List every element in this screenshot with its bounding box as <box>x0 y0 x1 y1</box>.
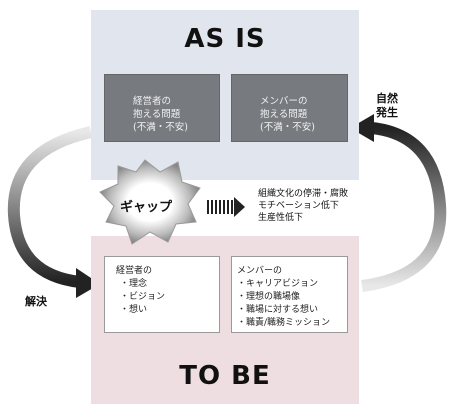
owner-issues-line: 経営者の <box>133 96 172 107</box>
member-issues-box: メンバーの 抱える問題 (不満・不安) <box>231 74 348 142</box>
resolve-label: 解決 <box>25 295 47 308</box>
gap-burst-shape <box>99 159 201 245</box>
gap-effect-item: 生産性低下 <box>258 213 304 223</box>
member-issues-line: メンバーの <box>260 96 308 107</box>
as-is-title: AS IS <box>184 24 266 54</box>
gap-effects: 組織文化の停滞・腐敗 モチベーション低下 生産性低下 <box>258 188 348 224</box>
member-vision-box: メンバーの ・キャリアビジョン ・理想の職場像 ・職場に対する想い ・職責/職務… <box>231 256 348 333</box>
member-vision-line: メンバーの <box>237 266 283 276</box>
owner-issues-box: 経営者の 抱える問題 (不満・不安) <box>104 74 220 142</box>
resolve-arrowhead <box>76 268 100 298</box>
member-vision-line: ・職責/職務ミッション <box>237 318 331 328</box>
owner-issues-line: (不満・不安) <box>133 122 188 133</box>
member-vision-line: ・キャリアビジョン <box>237 279 319 289</box>
gap-effect-item: モチベーション低下 <box>258 201 339 211</box>
owner-vision-box: 経営者の ・理念 ・ビジョン ・想い <box>104 256 220 333</box>
owner-vision-line: ・想い <box>120 305 148 315</box>
gap-label: ギャップ <box>120 200 173 215</box>
owner-vision-line: 経営者の <box>116 266 153 276</box>
owner-issues-line: 抱える問題 <box>133 109 181 120</box>
member-vision-line: ・職場に対する想い <box>237 305 319 315</box>
natural-arrowhead <box>350 114 374 142</box>
to-be-panel: 経営者の ・理念 ・ビジョン ・想い メンバーの ・キャリアビジョン ・理想の職… <box>91 236 359 404</box>
member-issues-line: (不満・不安) <box>260 122 315 133</box>
to-be-title: TO BE <box>179 361 271 391</box>
owner-vision-line: ・理念 <box>120 279 148 289</box>
member-vision-line: ・理想の職場像 <box>237 292 301 302</box>
as-is-panel: AS IS 経営者の 抱える問題 (不満・不安) メンバーの 抱える問題 (不満… <box>91 10 359 180</box>
natural-arrow <box>361 122 447 292</box>
gap-effect-item: 組織文化の停滞・腐敗 <box>258 189 349 199</box>
resolve-arrow <box>7 126 93 288</box>
member-issues-line: 抱える問題 <box>260 109 308 120</box>
owner-vision-line: ・ビジョン <box>120 292 166 302</box>
natural-occurrence-label: 自然 発生 <box>376 92 398 119</box>
gap-striped-arrow <box>207 197 245 217</box>
